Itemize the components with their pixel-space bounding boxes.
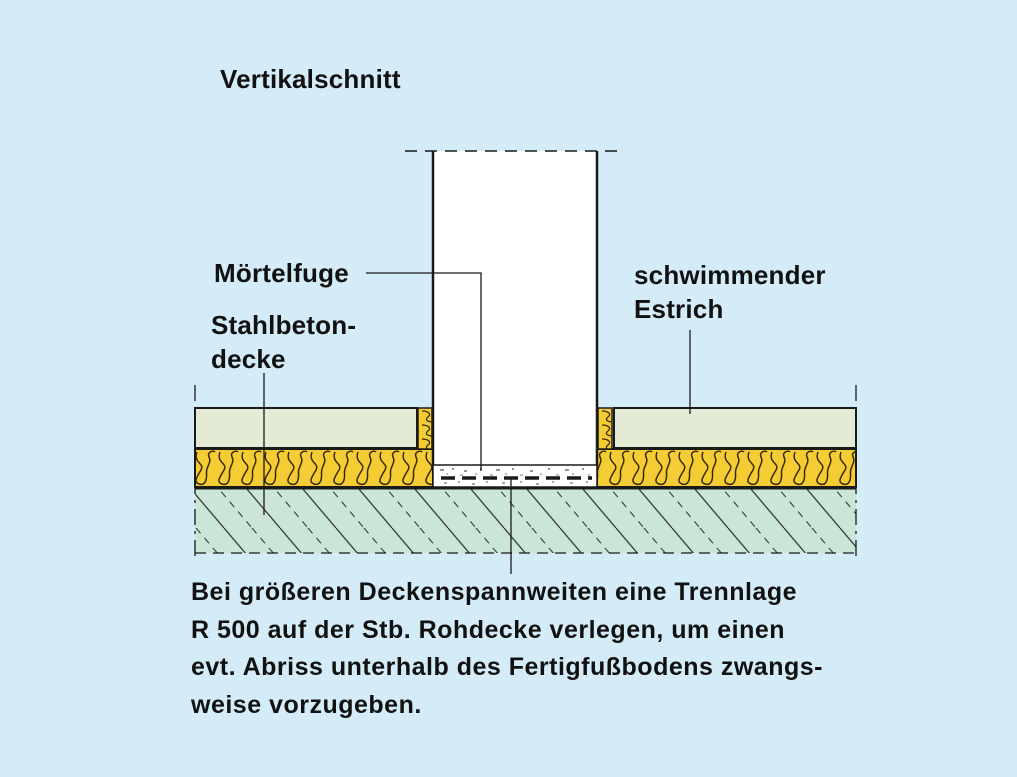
label-schwimmender-estrich: schwimmender Estrich: [634, 258, 826, 326]
wall: [405, 150, 625, 465]
label-stahlbeton-line1: Stahlbeton-: [211, 310, 357, 340]
label-estrich-line1: schwimmender: [634, 260, 826, 290]
leader-lines: [263, 272, 691, 574]
reinforced-concrete-slab: [195, 486, 856, 554]
label-stahlbeton-line2: decke: [211, 344, 286, 374]
caption-line: weise vorzugeben.: [191, 690, 422, 719]
caption-line: Bei größeren Deckenspannweiten eine Tren…: [191, 578, 798, 606]
label-moertelfuge: Mörtelfuge: [214, 258, 349, 288]
caption-text: Bei größeren Deckenspannweiten eine Tren…: [191, 574, 823, 724]
impact-sound-insulation-right: [596, 448, 857, 488]
label-stahlbetondecke: Stahlbeton- decke: [211, 308, 356, 376]
mortar-joint: [432, 464, 598, 488]
caption-line: R 500 auf der Stb. Rohdecke verlegen, um…: [191, 615, 786, 644]
caption-line: evt. Abriss unterhalb des Fertigfußboden…: [191, 653, 823, 681]
label-estrich-line2: Estrich: [634, 294, 724, 324]
diagram-title: Vertikalschnitt: [220, 64, 401, 94]
leader-moertelfuge: [366, 272, 482, 471]
impact-sound-insulation-left: [194, 448, 434, 488]
